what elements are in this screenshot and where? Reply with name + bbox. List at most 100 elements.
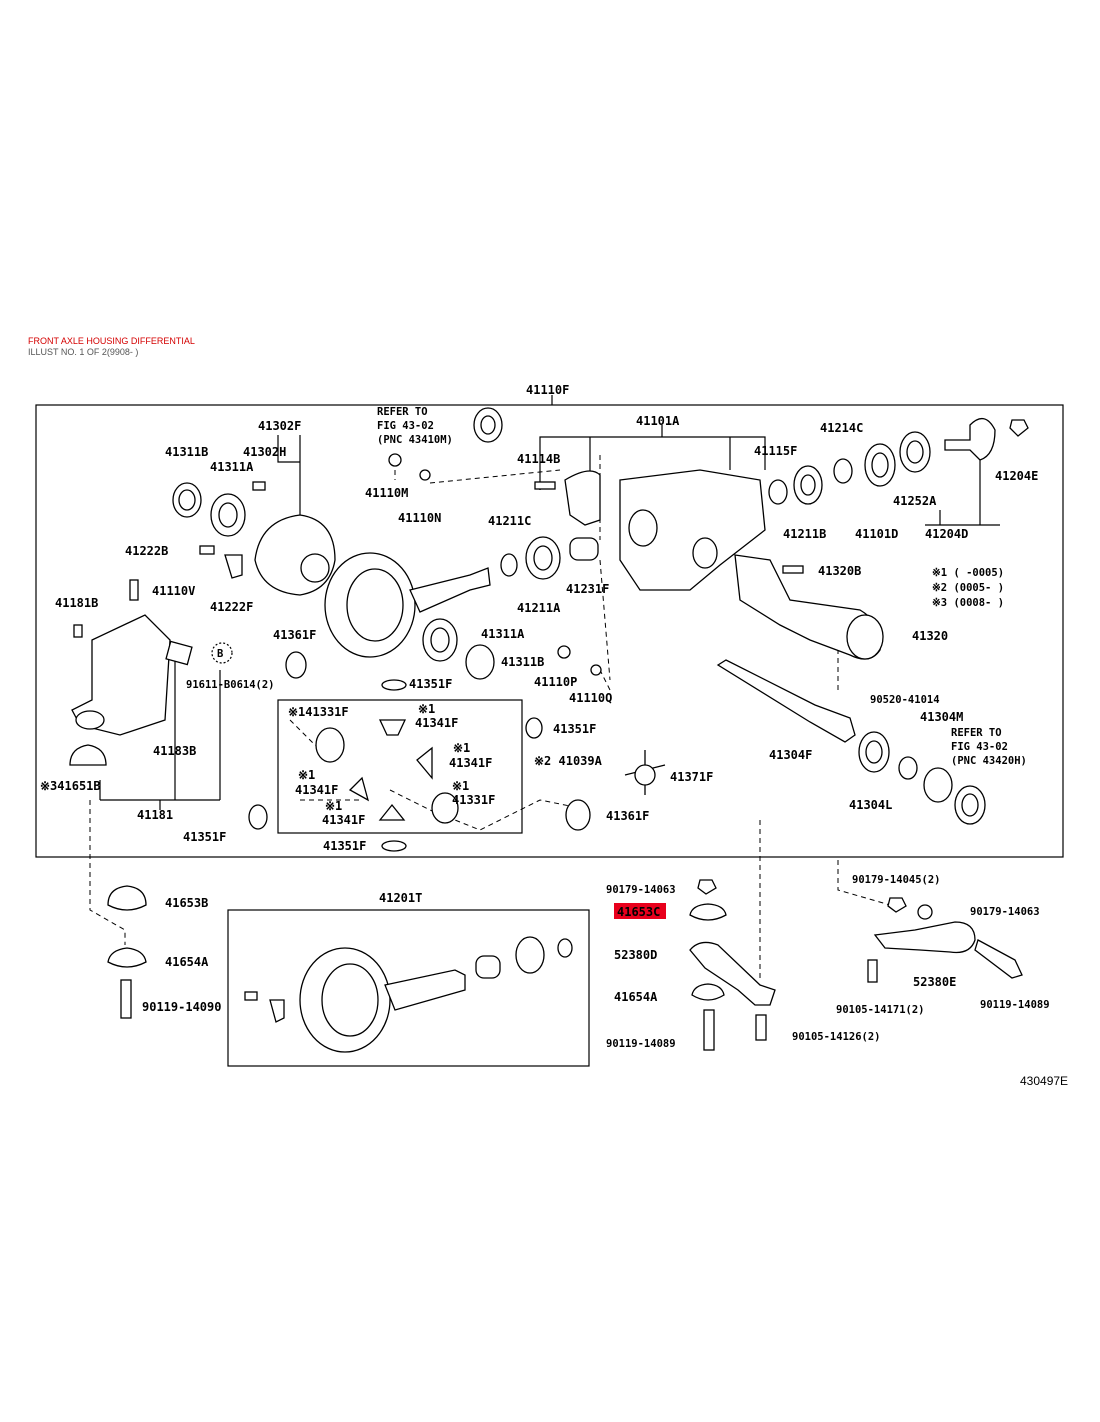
label-41351F-c[interactable]: 41351F bbox=[323, 839, 366, 853]
label-90520-41014[interactable]: 90520-41014 bbox=[870, 694, 940, 706]
label-41331F-a[interactable]: ※141331F bbox=[288, 705, 349, 719]
bolt-90119-14089-shape bbox=[703, 1009, 715, 1051]
label-41211A[interactable]: 41211A bbox=[517, 601, 561, 615]
bushing-41653C-shape bbox=[689, 903, 727, 921]
label-41181B[interactable]: 41181B bbox=[55, 596, 98, 610]
label-41651B[interactable]: ※341651B bbox=[40, 779, 101, 793]
idler-arm-52380D-shape bbox=[689, 941, 776, 1006]
gear-subassembly-box bbox=[277, 699, 523, 834]
label-41211C[interactable]: 41211C bbox=[488, 514, 531, 528]
label-41222B[interactable]: 41222B bbox=[125, 544, 168, 558]
axle-shaft-shape bbox=[716, 659, 856, 743]
label-41204D[interactable]: 41204D bbox=[925, 527, 968, 541]
label-41110V[interactable]: 41110V bbox=[152, 584, 195, 598]
bracket-41181-shape bbox=[71, 614, 171, 736]
label-41654A-b[interactable]: 41654A bbox=[614, 990, 658, 1004]
label-41101A[interactable]: 41101A bbox=[636, 414, 680, 428]
label-41222F[interactable]: 41222F bbox=[210, 600, 253, 614]
label-41252A[interactable]: 41252A bbox=[893, 494, 937, 508]
flange-shape bbox=[944, 418, 996, 461]
label-41341F-d-mark: ※1 bbox=[325, 799, 342, 813]
label-41341F-d[interactable]: 41341F bbox=[322, 813, 365, 827]
label-41341F-c[interactable]: 41341F bbox=[295, 783, 338, 797]
label-90119-14089-b[interactable]: 90119-14089 bbox=[980, 999, 1050, 1011]
label-52380D[interactable]: 52380D bbox=[614, 948, 657, 962]
label-90179-14063-b[interactable]: 90179-14063 bbox=[970, 906, 1040, 918]
nut-90179-14063-shape bbox=[697, 879, 717, 895]
label-91611[interactable]: 91611-B0614(2) bbox=[186, 679, 275, 691]
label-41110F[interactable]: 41110F bbox=[526, 383, 569, 397]
label-41351F-a[interactable]: 41351F bbox=[183, 830, 226, 844]
label-41311A[interactable]: 41311A bbox=[210, 460, 254, 474]
label-41304F[interactable]: 41304F bbox=[769, 748, 812, 762]
refer-to-2-line1: REFER TO bbox=[951, 727, 1002, 739]
label-41110P[interactable]: 41110P bbox=[534, 675, 577, 689]
label-41653C[interactable]: 41653C bbox=[617, 905, 660, 919]
refer-to-2-line2: FIG 43-02 bbox=[951, 741, 1008, 753]
label-41653B[interactable]: 41653B bbox=[165, 896, 208, 910]
label-41110N[interactable]: 41110N bbox=[398, 511, 441, 525]
note-1: ※1 ( -0005) bbox=[932, 567, 1004, 579]
label-41331F-b[interactable]: 41331F bbox=[452, 793, 495, 807]
label-52380E[interactable]: 52380E bbox=[913, 975, 956, 989]
note-2: ※2 (0005- ) bbox=[932, 582, 1004, 594]
label-41302F[interactable]: 41302F bbox=[258, 419, 301, 433]
reference-B-circle bbox=[211, 642, 233, 664]
refer-to-2-line3: (PNC 43420H) bbox=[951, 755, 1027, 767]
label-90105-14126[interactable]: 90105-14126(2) bbox=[792, 1031, 881, 1043]
illustration-code: 430497E bbox=[1020, 1074, 1069, 1088]
label-41361F-a[interactable]: 41361F bbox=[273, 628, 316, 642]
ring-gear-set-box bbox=[227, 909, 590, 1067]
label-41351F-b[interactable]: 41351F bbox=[409, 677, 452, 691]
highlight-41653C bbox=[614, 903, 666, 919]
label-41341F-a-mark: ※1 bbox=[418, 702, 435, 716]
label-90119-14090[interactable]: 90119-14090 bbox=[142, 1000, 221, 1014]
refer-to-1-line1: REFER TO bbox=[377, 406, 428, 418]
bolt-90119-14090-shape bbox=[120, 979, 132, 1019]
label-41231F[interactable]: 41231F bbox=[566, 582, 609, 596]
label-41039A[interactable]: ※2 41039A bbox=[534, 754, 603, 768]
label-41371F[interactable]: 41371F bbox=[670, 770, 713, 784]
label-90179-14063-a[interactable]: 90179-14063 bbox=[606, 884, 676, 896]
label-41654A[interactable]: 41654A bbox=[165, 955, 209, 969]
label-41304L[interactable]: 41304L bbox=[849, 798, 892, 812]
label-41115F[interactable]: 41115F bbox=[754, 444, 797, 458]
label-41214C[interactable]: 41214C bbox=[820, 421, 863, 435]
label-41331F-b-mark: ※1 bbox=[452, 779, 469, 793]
label-41351F-d[interactable]: 41351F bbox=[553, 722, 596, 736]
label-41311B-b[interactable]: 41311B bbox=[501, 655, 544, 669]
label-41204E[interactable]: 41204E bbox=[995, 469, 1038, 483]
label-41101D[interactable]: 41101D bbox=[855, 527, 898, 541]
label-41110Q[interactable]: 41110Q bbox=[569, 691, 612, 705]
label-41183B[interactable]: 41183B bbox=[153, 744, 196, 758]
side-gear-shape bbox=[315, 727, 345, 763]
label-41304M[interactable]: 41304M bbox=[920, 710, 963, 724]
mount-41654A-shape bbox=[107, 947, 147, 968]
label-41110M[interactable]: 41110M bbox=[365, 486, 408, 500]
axle-housing-shape bbox=[619, 469, 766, 591]
label-41114B[interactable]: 41114B bbox=[517, 452, 560, 466]
diff-case-shape bbox=[254, 514, 336, 596]
label-90105-14171[interactable]: 90105-14171(2) bbox=[836, 1004, 925, 1016]
label-41341F-b[interactable]: 41341F bbox=[449, 756, 492, 770]
label-41201T[interactable]: 41201T bbox=[379, 891, 422, 905]
label-90119-14089-a[interactable]: 90119-14089 bbox=[606, 1038, 676, 1050]
label-41211B[interactable]: 41211B bbox=[783, 527, 826, 541]
label-41302H[interactable]: 41302H bbox=[243, 445, 286, 459]
label-41320[interactable]: 41320 bbox=[912, 629, 948, 643]
label-41361F-b[interactable]: 41361F bbox=[606, 809, 649, 823]
label-41341F-a[interactable]: 41341F bbox=[415, 716, 458, 730]
label-90179-14045[interactable]: 90179-14045(2) bbox=[852, 874, 941, 886]
page-title: FRONT AXLE HOUSING DIFFERENTIAL bbox=[28, 336, 195, 346]
label-41181[interactable]: 41181 bbox=[137, 808, 173, 822]
label-41311B[interactable]: 41311B bbox=[165, 445, 208, 459]
note-3: ※3 (0008- ) bbox=[932, 597, 1004, 609]
part-labels: 41110F 41302F 41311B 41302H 41311A 41222… bbox=[40, 383, 1050, 1050]
label-41341F-c-mark: ※1 bbox=[298, 768, 315, 782]
refer-to-1-line3: (PNC 43410M) bbox=[377, 434, 453, 446]
main-frame bbox=[35, 404, 1064, 858]
refer-to-1-line2: FIG 43-02 bbox=[377, 420, 434, 432]
label-41311A-b[interactable]: 41311A bbox=[481, 627, 525, 641]
label-41320B[interactable]: 41320B bbox=[818, 564, 861, 578]
